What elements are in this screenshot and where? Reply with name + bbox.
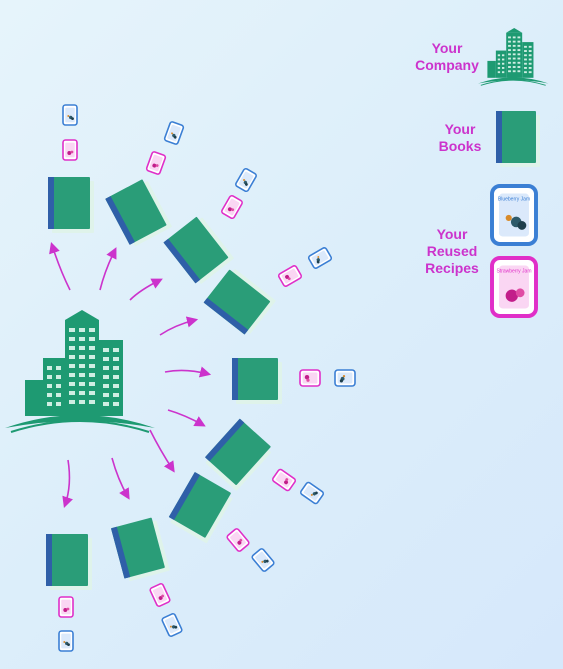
blueberry-recipe-card-3 xyxy=(235,167,257,193)
strawberry-recipe-card-4 xyxy=(277,265,303,287)
strawberry-recipe-card-2 xyxy=(145,151,167,175)
blueberry-recipe-card-8 xyxy=(161,613,183,637)
arrow-6 xyxy=(167,409,206,427)
book-9 xyxy=(46,534,92,590)
arrow-5 xyxy=(164,366,212,378)
legend-blueberry-recipe-card: Blueberry Jam xyxy=(490,184,538,246)
blueberry-recipe-card-4 xyxy=(307,247,333,269)
blueberry-recipe-card-1 xyxy=(62,104,78,126)
blueberry-recipe-card-9 xyxy=(58,630,74,652)
blueberry-recipe-card-6 xyxy=(299,481,325,505)
strawberry-recipe-card-6 xyxy=(271,468,297,492)
legend-strawberry-recipe-card: Strawberry Jam xyxy=(490,256,538,318)
strawberry-recipe-card-1 xyxy=(62,139,78,161)
arrow-1 xyxy=(49,241,71,291)
strawberry-recipe-card-5 xyxy=(299,369,321,387)
book-7 xyxy=(168,471,233,544)
book-5 xyxy=(232,358,282,404)
book-3 xyxy=(163,216,234,284)
blueberry-recipe-card-2 xyxy=(163,121,185,145)
legend-books-label: Your Books xyxy=(438,121,482,154)
strawberry-recipe-card-9 xyxy=(58,596,74,618)
legend-company-label: Your Company xyxy=(415,40,479,73)
book-1 xyxy=(48,177,94,233)
blueberry-recipe-card-7 xyxy=(251,548,275,572)
book-6 xyxy=(204,418,271,491)
strawberry-recipe-card-3 xyxy=(221,194,243,220)
book-2 xyxy=(105,179,172,247)
strawberry-recipe-card-7 xyxy=(226,528,250,552)
company-building-icon xyxy=(5,310,155,433)
books-layer xyxy=(46,104,356,652)
legend-book-icon xyxy=(496,111,540,167)
blueberry-recipe-card-5 xyxy=(334,369,356,387)
strawberry-recipe-card-8 xyxy=(149,583,171,607)
book-4 xyxy=(203,269,276,335)
arrows-layer xyxy=(49,241,212,509)
arrow-8 xyxy=(111,457,130,500)
svg-text:Strawberry Jam: Strawberry Jam xyxy=(496,269,531,275)
arrow-2 xyxy=(99,247,117,291)
legend-recipes-label: Your Reused Recipes xyxy=(425,226,479,276)
arrow-7 xyxy=(149,429,175,473)
arrow-9 xyxy=(62,459,73,509)
book-8 xyxy=(110,517,170,582)
svg-text:Blueberry Jam: Blueberry Jam xyxy=(498,197,530,203)
legend-building-icon xyxy=(478,28,549,86)
arrow-3 xyxy=(129,278,163,301)
arrow-4 xyxy=(159,316,199,336)
